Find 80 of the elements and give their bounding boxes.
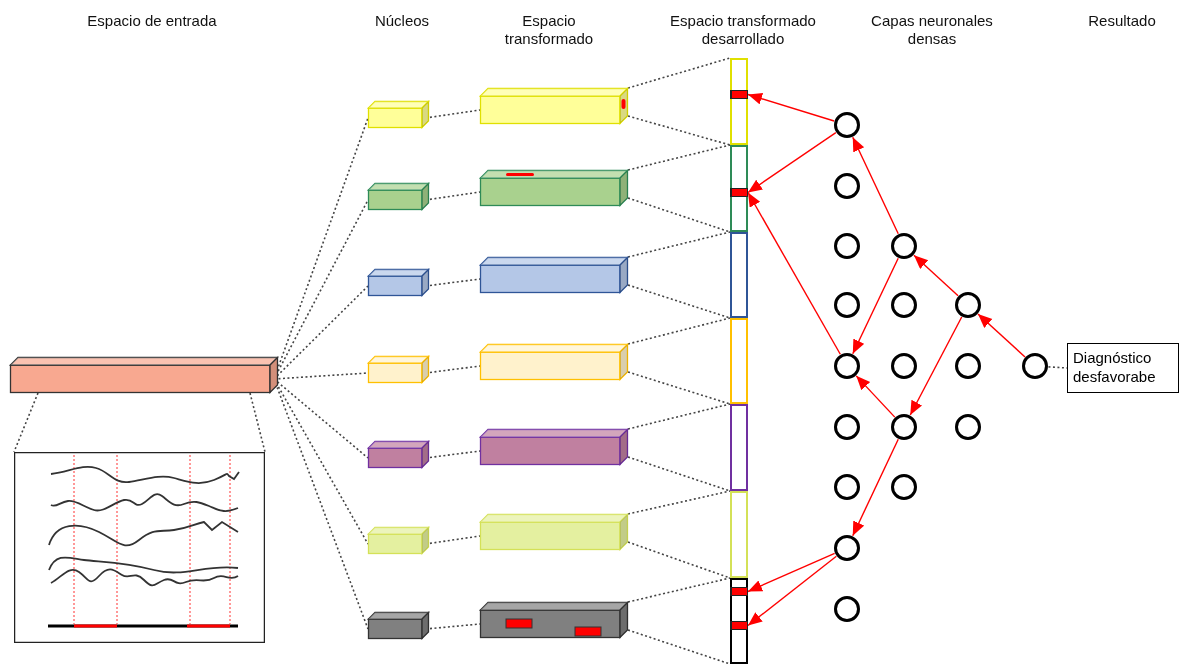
result-box: Diagnóstico desfavorabe (1067, 343, 1179, 393)
column-heading: Resultado (1087, 12, 1157, 30)
column-heading: Núcleos (373, 12, 431, 30)
kernel-prism (368, 101, 429, 128)
neuron-circle (834, 414, 860, 440)
connector-line (627, 629, 731, 665)
arrow (855, 375, 896, 418)
neuron-circle (834, 292, 860, 318)
arrow (747, 131, 837, 194)
neuron-circle (891, 292, 917, 318)
neuron-circle (1022, 353, 1048, 379)
arrow (852, 257, 899, 355)
vector-segment (730, 145, 748, 232)
neuron-circle (891, 474, 917, 500)
connector-line (627, 231, 731, 258)
input-prism (10, 357, 278, 393)
highlight-marker (730, 188, 748, 197)
arrow (977, 313, 1026, 358)
neuron-circle (834, 535, 860, 561)
column-heading: Espacio transformado desarrollado (669, 12, 817, 48)
feature-prism (480, 170, 628, 206)
vector-segment (730, 491, 748, 578)
neuron-circle (834, 474, 860, 500)
column-heading: Capas neuronales densas (870, 12, 994, 48)
arrow (913, 254, 959, 297)
neuron-circle (891, 414, 917, 440)
connector-line (627, 144, 731, 171)
connector-line (13, 392, 39, 453)
kernel-prism (368, 183, 429, 210)
feature-prism (480, 88, 628, 124)
connector-line (627, 371, 731, 405)
connector-line (627, 541, 731, 579)
vector-segment (730, 578, 748, 664)
arrow (747, 552, 836, 593)
feature-prism (480, 514, 628, 550)
connector-line (627, 490, 731, 515)
vector-segment (730, 318, 748, 404)
arrow (747, 92, 835, 122)
vector-segment (730, 404, 748, 491)
arrow (852, 438, 899, 537)
arrow (747, 191, 841, 355)
kernel-prism (368, 612, 429, 639)
neuron-circle (834, 353, 860, 379)
connector-line (627, 317, 731, 345)
neuron-circle (834, 233, 860, 259)
connector-line (627, 577, 731, 603)
column-heading: Espacio de entrada (86, 12, 218, 30)
neuron-circle (834, 112, 860, 138)
kernel-prism (368, 441, 429, 468)
connector-line (627, 284, 731, 319)
feature-prism (480, 344, 628, 380)
kernel-prism (368, 356, 429, 383)
neuron-circle (834, 173, 860, 199)
kernel-prism (368, 527, 429, 554)
vector-segment (730, 58, 748, 145)
connector-line (627, 57, 731, 89)
neuron-circle (891, 233, 917, 259)
connector-line (627, 403, 731, 430)
highlight-marker (730, 90, 748, 99)
connector-line (627, 197, 731, 233)
arrow (909, 316, 963, 416)
connector-line (627, 456, 731, 492)
highlight-marker (730, 587, 748, 596)
vector-segment (730, 232, 748, 318)
feature-prism (480, 429, 628, 465)
highlight-marker (730, 621, 748, 630)
arrow (747, 555, 838, 627)
kernel-prism (368, 269, 429, 296)
neuron-circle (955, 353, 981, 379)
signal-plot-drawing (14, 452, 265, 643)
connector-line (627, 115, 731, 146)
feature-prism (480, 257, 628, 293)
connector-line (249, 392, 266, 453)
neuron-circle (891, 353, 917, 379)
column-heading: Espacio transformado (503, 12, 595, 48)
feature-prism (480, 602, 628, 638)
neuron-circle (955, 414, 981, 440)
neuron-circle (834, 596, 860, 622)
neuron-circle (955, 292, 981, 318)
arrow (852, 136, 899, 235)
